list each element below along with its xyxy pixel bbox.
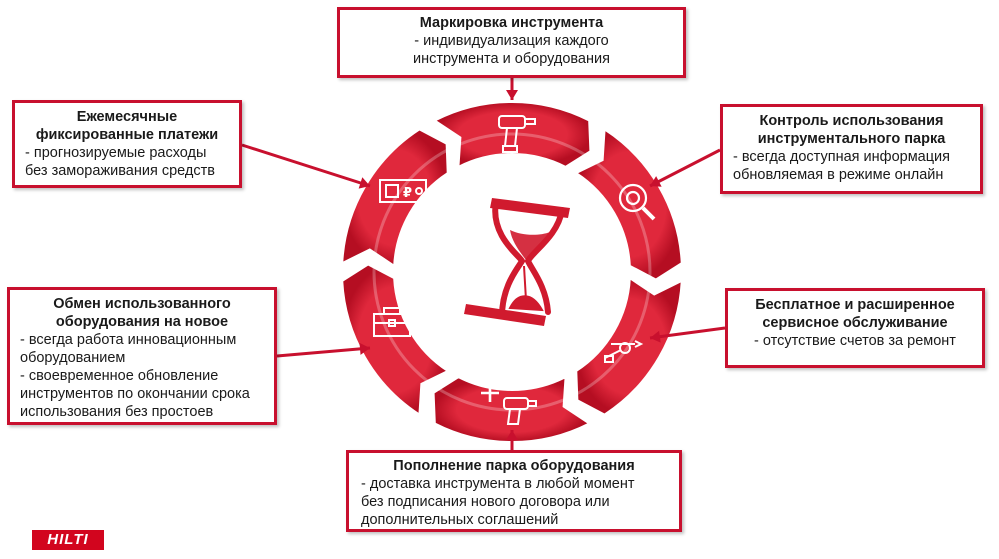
box-exchange-title-1: Обмен использованного [53, 296, 231, 312]
svg-text:₽: ₽ [403, 186, 412, 201]
box-service-title-1: Бесплатное и расширенное [755, 297, 955, 313]
box-marking-line-1: - индивидуализация каждого [414, 33, 609, 49]
box-replenish: Пополнение парка оборудования - доставка… [346, 450, 682, 532]
box-replenish-line-3: дополнительных соглашений [361, 512, 559, 528]
box-exchange-line-5: использования без простоев [20, 404, 214, 420]
ring-segment-upper-right [574, 127, 683, 281]
box-service: Бесплатное и расширенное сервисное обслу… [725, 288, 985, 368]
connector-control [649, 148, 721, 188]
hourglass-icon [464, 198, 570, 326]
box-marking-line-2: инструмента и оборудования [413, 51, 610, 67]
box-replenish-title: Пополнение парка оборудования [393, 458, 635, 474]
hilti-logo: HILTI [32, 530, 104, 550]
box-control: Контроль использования инструментального… [720, 104, 983, 194]
wrench-screwdriver-icon [604, 340, 644, 363]
ring-segment-top [432, 101, 592, 169]
box-control-line-1: - всегда доступная информация [733, 149, 950, 165]
cycle-ring [341, 101, 683, 443]
box-exchange-line-3: - своевременное обновление [20, 368, 219, 384]
magnifier-icon [618, 183, 656, 221]
box-exchange-title-2: оборудования на новое [55, 314, 229, 330]
drill-plus-icon [481, 384, 537, 425]
box-replenish-line-2: без подписания нового договора или [361, 494, 610, 510]
payment-card-icon: ₽ [379, 179, 427, 203]
ring-segment-lower-left [341, 263, 450, 417]
box-marking-title: Маркировка инструмента [419, 15, 604, 31]
box-exchange-line-4: инструментов по окончании срока [20, 386, 250, 402]
box-service-title-2: сервисное обслуживание [762, 315, 948, 331]
drill-icon [498, 115, 536, 153]
connector-marking [506, 78, 518, 100]
connector-service [649, 326, 726, 343]
box-exchange-line-2: оборудованием [20, 350, 126, 366]
box-payments: Ежемесячные фиксированные платежи - прог… [12, 100, 242, 188]
box-control-title-1: Контроль использования [759, 113, 944, 129]
connector-arrows [241, 78, 726, 450]
box-payments-line-1: - прогнозируемые расходы [25, 145, 207, 161]
box-exchange: Обмен использованного оборудования на но… [7, 287, 277, 425]
box-payments-title-1: Ежемесячные [76, 109, 178, 125]
box-exchange-line-1: - всегда работа инновационным [20, 332, 237, 348]
connector-payments [241, 143, 371, 189]
connector-replenish [506, 430, 518, 450]
box-control-line-2: обновляемая в режиме онлайн [733, 167, 944, 183]
connector-exchange [276, 342, 371, 358]
box-control-title-2: инструментального парка [757, 131, 946, 147]
box-service-line-1: - отсутствие счетов за ремонт [754, 333, 956, 349]
box-replenish-line-1: - доставка инструмента в любой момент [361, 476, 635, 492]
box-payments-line-2: без замораживания средств [25, 163, 215, 179]
toolbox-icon [373, 307, 411, 337]
box-payments-title-2: фиксированные платежи [35, 127, 219, 143]
box-marking: Маркировка инструмента - индивидуализаци… [337, 7, 686, 78]
